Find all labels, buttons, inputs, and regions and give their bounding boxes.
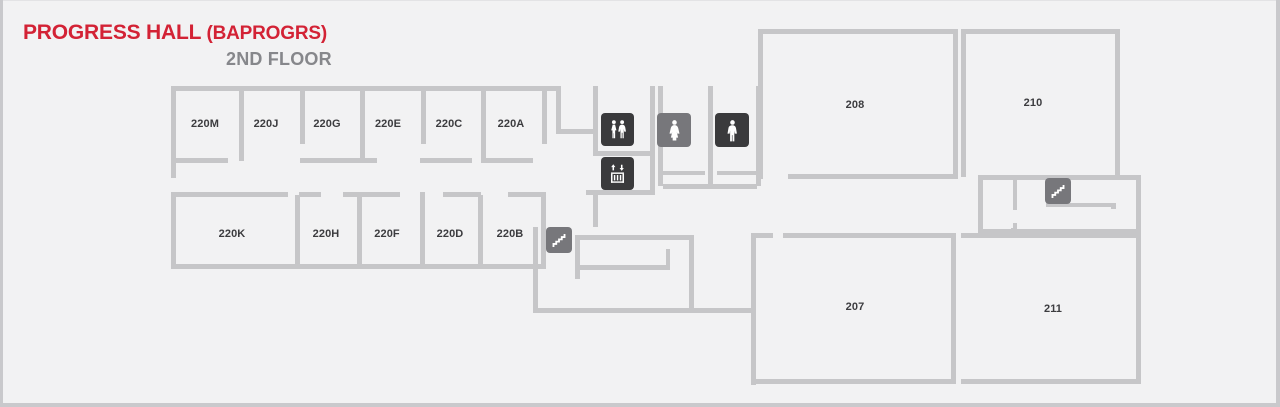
wall-segment: [533, 308, 755, 313]
building-code: (BAPROGRS): [206, 23, 328, 44]
wall-segment: [978, 175, 983, 233]
room-label-220h[interactable]: 220H: [312, 228, 340, 240]
stairs-icon[interactable]: [546, 227, 572, 253]
wall-segment: [961, 379, 1141, 384]
wall-segment: [443, 192, 481, 197]
wall-segment: [1013, 180, 1017, 210]
wall-segment: [420, 158, 472, 163]
room-label-210[interactable]: 210: [1023, 97, 1043, 109]
wall-segment: [1017, 229, 1141, 233]
wall-segment: [1136, 233, 1141, 384]
wall-segment: [978, 229, 1014, 233]
floor-label: 2ND FLOOR: [226, 49, 332, 69]
wall-segment: [751, 233, 773, 238]
wall-segment: [295, 195, 300, 267]
room-label-220d[interactable]: 220D: [436, 228, 464, 240]
wall-segment: [593, 191, 598, 227]
wall-segment: [556, 129, 594, 134]
wall-segment: [788, 174, 958, 179]
wall-segment: [171, 192, 176, 269]
building-title: PROGRESS HALL (BAPROGRS): [23, 21, 423, 46]
restroom-men-icon[interactable]: [715, 113, 749, 147]
page-frame-top: [0, 0, 1280, 1]
wall-segment: [533, 227, 538, 313]
wall-segment: [421, 86, 426, 144]
wall-segment: [541, 192, 546, 269]
wall-segment: [357, 195, 362, 267]
page-title: PROGRESS HALL (BAPROGRS) 2ND FLOOR: [23, 21, 423, 73]
wall-segment: [171, 86, 176, 178]
wall-segment: [663, 171, 705, 175]
wall-segment: [978, 175, 1141, 180]
wall-segment: [586, 190, 655, 195]
wall-segment: [343, 192, 400, 197]
wall-segment: [478, 195, 483, 267]
wall-segment: [961, 29, 1119, 34]
wall-segment: [650, 86, 655, 156]
wall-segment: [708, 86, 713, 186]
wall-segment: [420, 192, 425, 267]
wall-segment: [689, 235, 694, 313]
wall-segment: [650, 156, 655, 191]
wall-segment: [1115, 29, 1120, 177]
room-label-220m[interactable]: 220M: [191, 118, 219, 130]
wall-segment: [666, 249, 670, 270]
wall-segment: [961, 29, 966, 177]
room-label-220a[interactable]: 220A: [497, 118, 525, 130]
room-label-220k[interactable]: 220K: [218, 228, 246, 240]
wall-segment: [300, 86, 305, 144]
elevator-icon[interactable]: [601, 157, 634, 190]
room-label-208[interactable]: 208: [845, 99, 865, 111]
wall-segment: [758, 29, 763, 179]
wall-segment: [783, 233, 953, 238]
page-frame-bottom: [0, 403, 1280, 407]
wall-segment: [593, 151, 655, 156]
restroom-unisex-icon[interactable]: [601, 113, 634, 146]
building-name: PROGRESS HALL: [23, 21, 201, 44]
room-label-220c[interactable]: 220C: [435, 118, 463, 130]
wall-segment: [756, 379, 956, 384]
wall-segment: [575, 265, 670, 270]
wall-segment: [481, 158, 533, 163]
wall-segment: [1111, 203, 1116, 209]
wall-segment: [575, 235, 580, 279]
wall-segment: [360, 86, 365, 161]
wall-segment: [961, 233, 1141, 238]
stairs-icon[interactable]: [1045, 178, 1071, 204]
wall-segment: [953, 29, 958, 177]
wall-segment: [481, 86, 486, 161]
wall-segment: [1046, 203, 1116, 207]
wall-segment: [758, 29, 958, 34]
wall-segment: [1136, 175, 1141, 233]
wall-segment: [593, 86, 598, 156]
wall-segment: [717, 171, 757, 175]
room-label-207[interactable]: 207: [845, 301, 865, 313]
wall-segment: [1011, 228, 1016, 238]
room-label-211[interactable]: 211: [1043, 303, 1063, 315]
wall-segment: [575, 235, 693, 240]
room-label-220e[interactable]: 220E: [374, 118, 402, 130]
room-label-220g[interactable]: 220G: [313, 118, 341, 130]
wall-segment: [751, 233, 756, 385]
wall-segment: [171, 192, 288, 197]
page-frame-left: [0, 0, 3, 407]
restroom-women-icon[interactable]: [657, 113, 691, 147]
floorplan-canvas: PROGRESS HALL (BAPROGRS) 2ND FLOOR: [3, 1, 1276, 403]
wall-segment: [556, 86, 561, 134]
room-label-220j[interactable]: 220J: [253, 118, 279, 130]
page-frame-right: [1276, 0, 1280, 407]
wall-segment: [299, 192, 321, 197]
room-label-220f[interactable]: 220F: [374, 228, 400, 240]
wall-segment: [663, 184, 757, 189]
wall-segment: [239, 86, 244, 161]
wall-segment: [176, 158, 228, 163]
room-label-220b[interactable]: 220B: [496, 228, 524, 240]
wall-segment: [508, 192, 546, 197]
wall-segment: [951, 233, 956, 383]
wall-segment: [300, 158, 377, 163]
wall-segment: [542, 86, 547, 144]
